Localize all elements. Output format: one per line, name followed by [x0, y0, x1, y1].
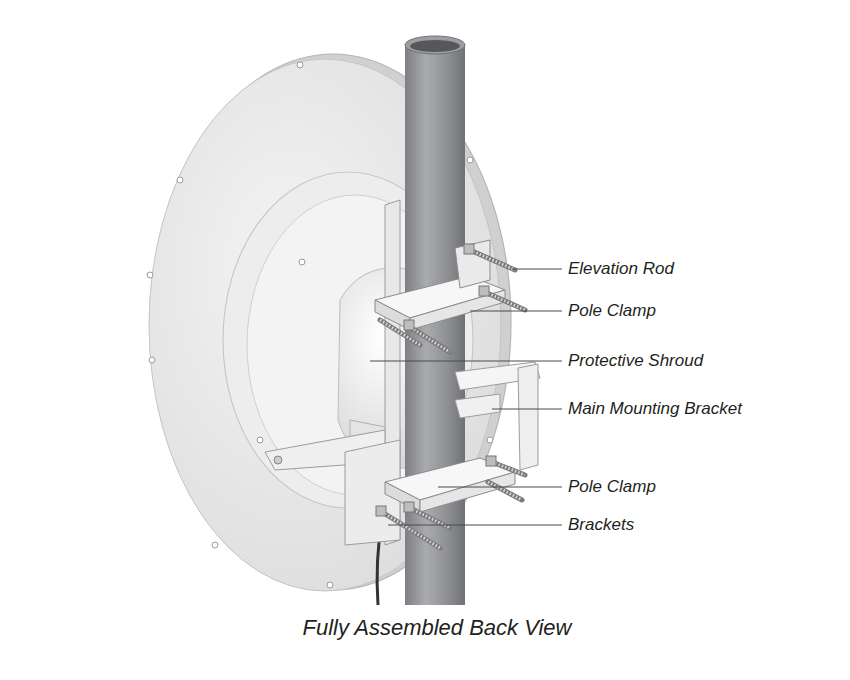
part-label: Pole Clamp [568, 300, 656, 322]
leader-lines [370, 269, 562, 525]
part-label: Protective Shroud [568, 350, 703, 372]
pole [405, 45, 465, 605]
nuts [376, 244, 496, 516]
rod-threads [380, 250, 525, 548]
pole-top [405, 36, 465, 54]
threaded-rods [380, 250, 525, 548]
part-label: Pole Clamp [568, 476, 656, 498]
part-label: Elevation Rod [568, 258, 674, 280]
part-label: Brackets [568, 514, 634, 536]
main-mounting-bracket [518, 364, 538, 470]
part-label: Main Mounting Bracket [568, 398, 742, 420]
figure-caption: Fully Assembled Back View [303, 614, 572, 642]
